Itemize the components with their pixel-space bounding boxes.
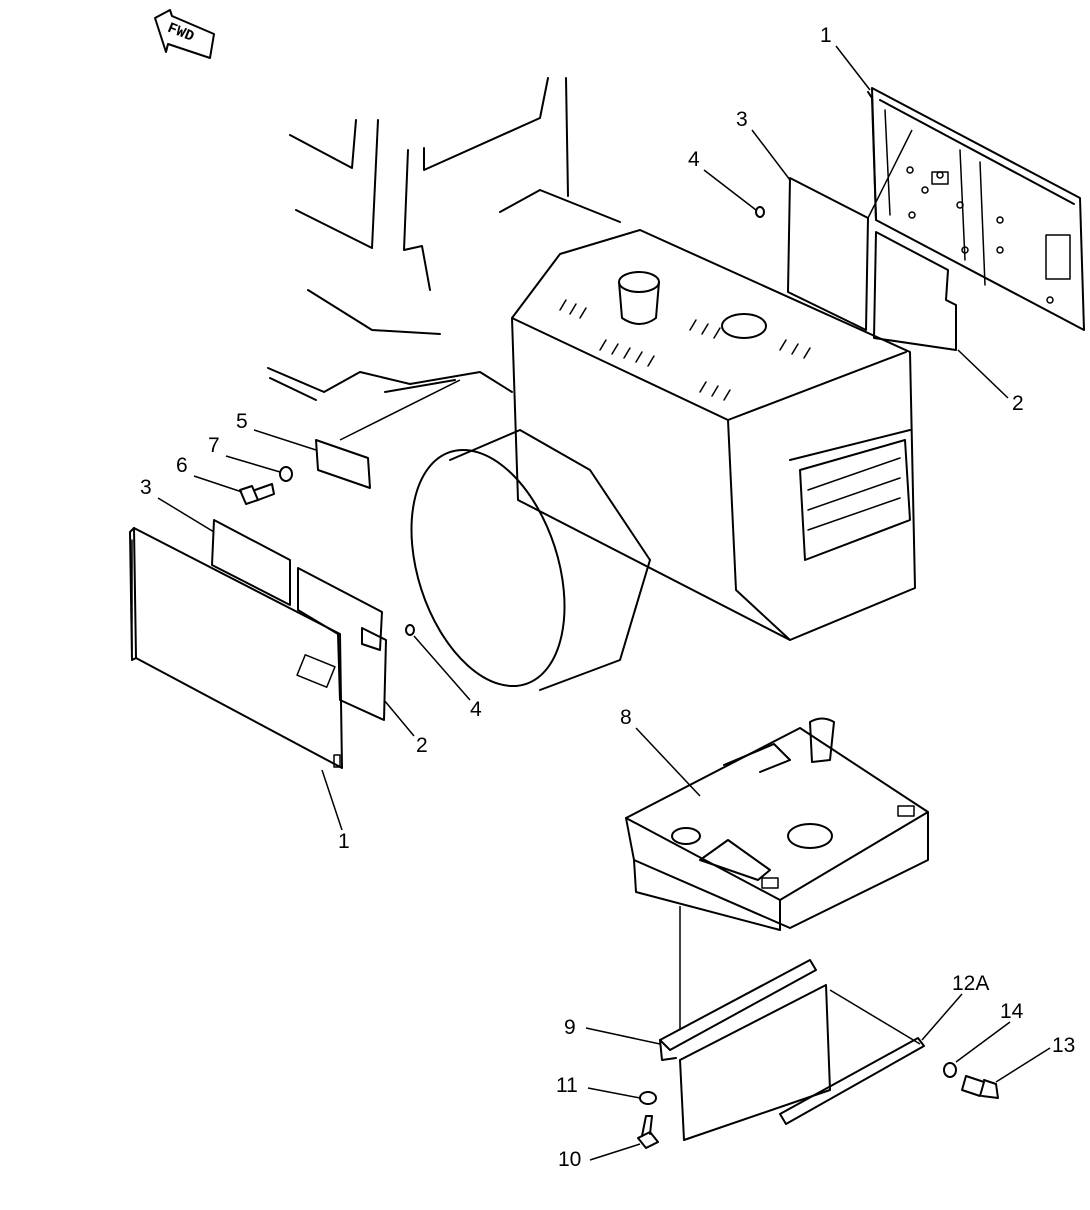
bolt-part-13 (961, 1075, 999, 1099)
callout-1-left: 1 (338, 830, 350, 853)
callout-7: 7 (208, 434, 220, 457)
callout-11: 11 (556, 1074, 578, 1097)
right-clip-4 (755, 206, 765, 218)
left-sound-pad-3 (211, 519, 291, 606)
left-clip-4 (405, 624, 415, 636)
machine-frame-outline (267, 77, 621, 401)
callout-3-top: 3 (736, 108, 748, 131)
bar-part-12A (779, 1037, 925, 1125)
callout-8: 8 (620, 706, 632, 729)
callout-6: 6 (176, 454, 188, 477)
washer-part-7 (279, 466, 293, 482)
bolt-part-6 (239, 483, 275, 505)
fwd-arrow-icon: FWD (154, 9, 215, 59)
plate-part-5 (315, 379, 461, 489)
air-cleaner-drum (410, 429, 651, 691)
right-sound-pad-2 (873, 231, 957, 351)
left-sound-pad-2 (297, 567, 387, 721)
bracket-part-9 (659, 959, 921, 1141)
right-side-door (867, 87, 1085, 331)
callout-12A: 12A (952, 972, 989, 995)
bolt-part-10 (637, 1115, 659, 1149)
right-sound-pad-3 (787, 177, 869, 331)
washer-part-11 (639, 1091, 657, 1105)
engine-hood (511, 229, 916, 641)
callout-4-top: 4 (688, 148, 700, 171)
callout-2-top: 2 (1012, 392, 1024, 415)
callout-13: 13 (1052, 1034, 1075, 1057)
callout-10: 10 (558, 1148, 581, 1171)
left-side-door (129, 527, 343, 769)
callout-9: 9 (564, 1016, 576, 1039)
callout-3-left: 3 (140, 476, 152, 499)
callout-labels: 1 3 4 2 5 7 6 3 4 2 1 8 12A 14 13 9 11 (140, 24, 1075, 1171)
washer-part-14 (943, 1062, 957, 1078)
callout-5: 5 (236, 410, 248, 433)
callout-4-left: 4 (470, 698, 482, 721)
callout-2-left: 2 (416, 734, 428, 757)
callout-1-top: 1 (820, 24, 832, 47)
tank-part-8 (625, 717, 929, 1030)
callout-14: 14 (1000, 1000, 1024, 1023)
